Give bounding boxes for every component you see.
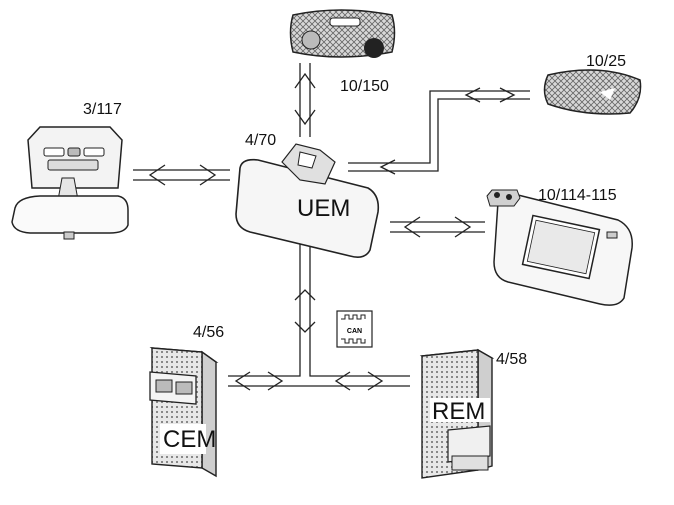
- ref-roof-console: 10/150: [340, 78, 389, 95]
- connection-lines: [133, 63, 530, 391]
- cem-label: CEM: [163, 426, 217, 453]
- link-left-console-uem: [133, 164, 230, 186]
- uem-label: UEM: [297, 195, 351, 222]
- rem-module-unit: [419, 348, 495, 479]
- rem-label: REM: [432, 398, 486, 425]
- uem-mirror-unit: [235, 143, 380, 258]
- can-bus-icon: CAN: [336, 310, 373, 348]
- link-uem-sun-visor: [390, 216, 485, 238]
- cem-module-unit: [149, 347, 219, 478]
- ref-grille-lamp: 10/25: [586, 53, 627, 70]
- ref-cem: 4/56: [193, 324, 225, 341]
- link-can-bus: [228, 244, 410, 391]
- roof-console-unit: [289, 9, 396, 58]
- grille-lamp-unit: [543, 69, 642, 115]
- ref-sun-visor: 10/114-115: [538, 187, 617, 204]
- link-uem-grille-lamp: [348, 87, 530, 175]
- ref-uem: 4/70: [245, 132, 277, 149]
- ref-left-console: 3/117: [83, 101, 122, 118]
- link-roof-console-uem: [294, 63, 316, 137]
- left-console-mirror-unit: [11, 126, 129, 240]
- ref-rem: 4/58: [496, 351, 528, 368]
- sun-visor-unit: [486, 189, 633, 306]
- can-label: CAN: [347, 328, 362, 335]
